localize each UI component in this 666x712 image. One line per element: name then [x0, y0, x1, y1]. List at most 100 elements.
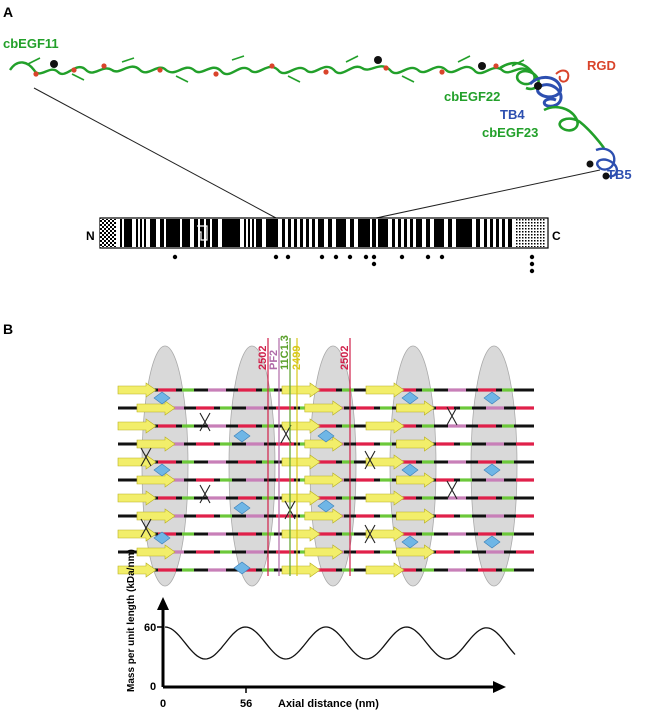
blue-diamond — [317, 499, 335, 513]
mass-profile-curve — [164, 626, 516, 660]
blue-diamond — [317, 429, 335, 443]
n-terminus-label: N — [86, 229, 95, 243]
calcium-site-dot — [399, 254, 405, 260]
label-cbegf11: cbEGF11 — [3, 36, 59, 51]
crosslink-x — [364, 450, 376, 470]
yellow-arrow — [136, 436, 176, 452]
calcium-site-dot — [529, 268, 535, 274]
yellow-arrow — [396, 400, 435, 416]
projection-line-left — [33, 87, 277, 219]
label-rgd: RGD — [587, 58, 616, 73]
domain-segment — [300, 219, 303, 247]
domain-segment — [120, 219, 122, 247]
domain-segment — [448, 219, 452, 247]
domain-segment — [516, 219, 546, 247]
blue-diamond — [233, 501, 251, 515]
crosslink-x — [199, 412, 211, 432]
panel-b-label: B — [3, 321, 13, 337]
egf-ribbon-chain-2 — [27, 55, 525, 83]
domain-segment — [124, 219, 132, 247]
domain-segment — [200, 219, 204, 247]
egf-ribbon-chain — [9, 61, 531, 76]
antibody-label-11c13: 11C1.3 — [279, 335, 291, 370]
yellow-arrow — [136, 400, 176, 416]
x-tick-label-0: 0 — [160, 698, 166, 710]
y-axis-arrowhead — [157, 597, 169, 610]
blue-diamond — [401, 463, 419, 477]
calcium-site-dot — [371, 261, 377, 267]
domain-segment — [150, 219, 156, 247]
domain-segment — [134, 219, 148, 247]
domain-segment — [404, 219, 407, 247]
x-axis-arrowhead — [493, 681, 506, 693]
yellow-arrow — [281, 526, 321, 542]
yellow-arrow — [304, 544, 344, 560]
domain-segment — [294, 219, 297, 247]
yellow-arrow — [117, 382, 157, 398]
yellow-arrow — [304, 436, 344, 452]
domain-segment — [426, 219, 430, 247]
domain-segment — [496, 219, 499, 247]
yellow-arrow — [365, 382, 405, 398]
domain-segment — [306, 219, 309, 247]
y-tick-label-0: 0 — [150, 681, 156, 693]
yellow-arrow — [281, 382, 321, 398]
antibody-label-2499: 2499 — [291, 346, 303, 370]
yellow-arrow — [365, 454, 405, 470]
crosslink-x — [140, 447, 152, 467]
domain-segment — [166, 219, 180, 247]
label-tb5: TB5 — [607, 167, 632, 182]
yellow-arrow — [117, 418, 157, 434]
calcium-site-dot — [371, 254, 377, 260]
domain-segment — [392, 219, 395, 247]
crosslink-x — [364, 524, 376, 544]
domain-segment — [318, 219, 324, 247]
calcium-site-dot — [172, 254, 178, 260]
yellow-arrow — [365, 562, 405, 578]
domain-segment — [282, 219, 285, 247]
label-cbegf23: cbEGF23 — [482, 125, 538, 140]
domain-segment — [206, 219, 210, 247]
yellow-arrow — [136, 472, 176, 488]
crosslink-x — [199, 484, 211, 504]
yellow-arrow — [365, 526, 405, 542]
domain-segment — [502, 219, 505, 247]
calcium-site-dot — [439, 254, 445, 260]
hybrid-domain-motif — [197, 225, 208, 241]
domain-segment — [160, 219, 164, 247]
blue-diamond — [483, 535, 501, 549]
domain-segment — [182, 219, 190, 247]
calcium-site-dots — [172, 254, 535, 274]
calcium-site-dot — [347, 254, 353, 260]
calcium-site-dot — [425, 254, 431, 260]
crosslink-x — [280, 424, 292, 444]
red-beads — [33, 63, 499, 77]
rgd-loop — [555, 69, 570, 83]
yellow-arrow — [396, 544, 435, 560]
yellow-arrow — [304, 508, 344, 524]
domain-segment — [336, 219, 346, 247]
domain-segment — [194, 219, 198, 247]
mass-profile-graph: 60 0 0 56 Axial distance (nm) Mass per u… — [126, 549, 516, 710]
domain-segment — [484, 219, 487, 247]
domain-segment — [328, 219, 332, 247]
antibody-label-2502-left: 2502 — [257, 346, 269, 370]
y-tick-label-60: 60 — [144, 622, 156, 634]
label-tb4: TB4 — [500, 107, 525, 122]
blue-diamond — [233, 429, 251, 443]
yellow-arrow — [281, 562, 321, 578]
projection-line-right — [375, 169, 601, 219]
domain-segment — [378, 219, 388, 247]
crosslink-x — [446, 406, 458, 426]
blue-diamond — [401, 391, 419, 405]
yellow-arrow — [396, 472, 435, 488]
blue-diamond — [483, 391, 501, 405]
tb5-ribbon — [595, 147, 619, 178]
antibody-label-pf2: PF2 — [268, 350, 280, 370]
crosslink-x — [446, 480, 458, 500]
yellow-arrow — [365, 490, 405, 506]
domain-segment — [358, 219, 370, 247]
domain-segment — [288, 219, 291, 247]
domain-segment — [222, 219, 240, 247]
